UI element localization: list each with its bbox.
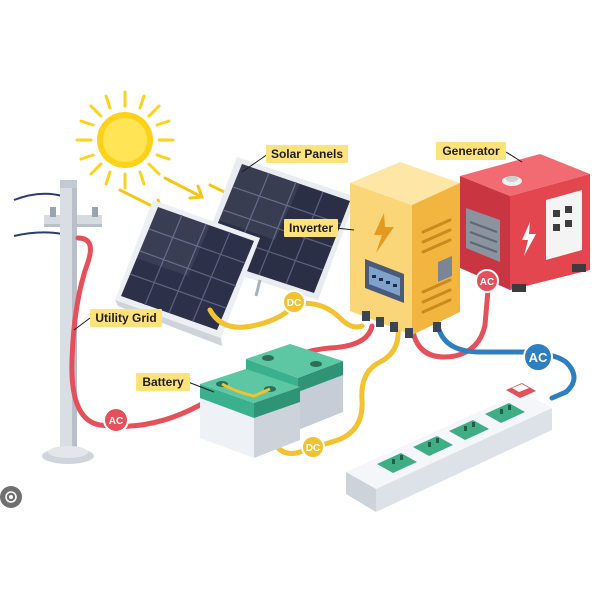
battery-front [200, 369, 300, 458]
svg-text:DC: DC [287, 298, 301, 309]
generator [460, 154, 590, 292]
label-generator: Generator [436, 142, 523, 163]
strip-switch [506, 383, 536, 398]
ac-badge-generator: AC [475, 269, 499, 293]
power-strip [346, 383, 552, 512]
outlet-1 [377, 453, 417, 473]
ac-output-wire [435, 323, 577, 401]
svg-text:Generator: Generator [442, 144, 500, 158]
inverter-lightning-icon [374, 213, 394, 253]
svg-text:Inverter: Inverter [289, 221, 333, 235]
sun-icon [75, 90, 175, 190]
dc-badge-panels: DC [282, 290, 306, 314]
svg-text:DC: DC [306, 443, 320, 454]
svg-text:Utility Grid: Utility Grid [95, 311, 156, 325]
svg-text:AC: AC [480, 277, 494, 288]
outlet-4 [485, 403, 525, 423]
outlet-3 [449, 420, 489, 440]
lens-search-icon[interactable] [0, 486, 22, 508]
svg-text:AC: AC [529, 350, 548, 365]
ac-badge-grid: AC [103, 407, 129, 433]
dc-badge-battery: DC [301, 435, 325, 459]
dc-battery-wire [269, 325, 401, 456]
inverter [350, 162, 460, 338]
ac-badge-strip: AC [523, 342, 553, 372]
svg-text:AC: AC [109, 416, 123, 427]
svg-text:Battery: Battery [142, 375, 184, 389]
svg-text:Solar Panels: Solar Panels [271, 147, 343, 161]
generator-lightning-icon [522, 222, 536, 256]
label-utility-grid: Utility Grid [73, 309, 162, 331]
label-solar-panels: Solar Panels [241, 145, 348, 173]
label-inverter: Inverter [284, 219, 355, 237]
ac-generator-wire [410, 287, 491, 360]
ac-grid-wire [69, 235, 375, 429]
outlet-2 [413, 436, 453, 456]
label-battery: Battery [136, 373, 215, 393]
solar-panel-front [115, 200, 260, 346]
